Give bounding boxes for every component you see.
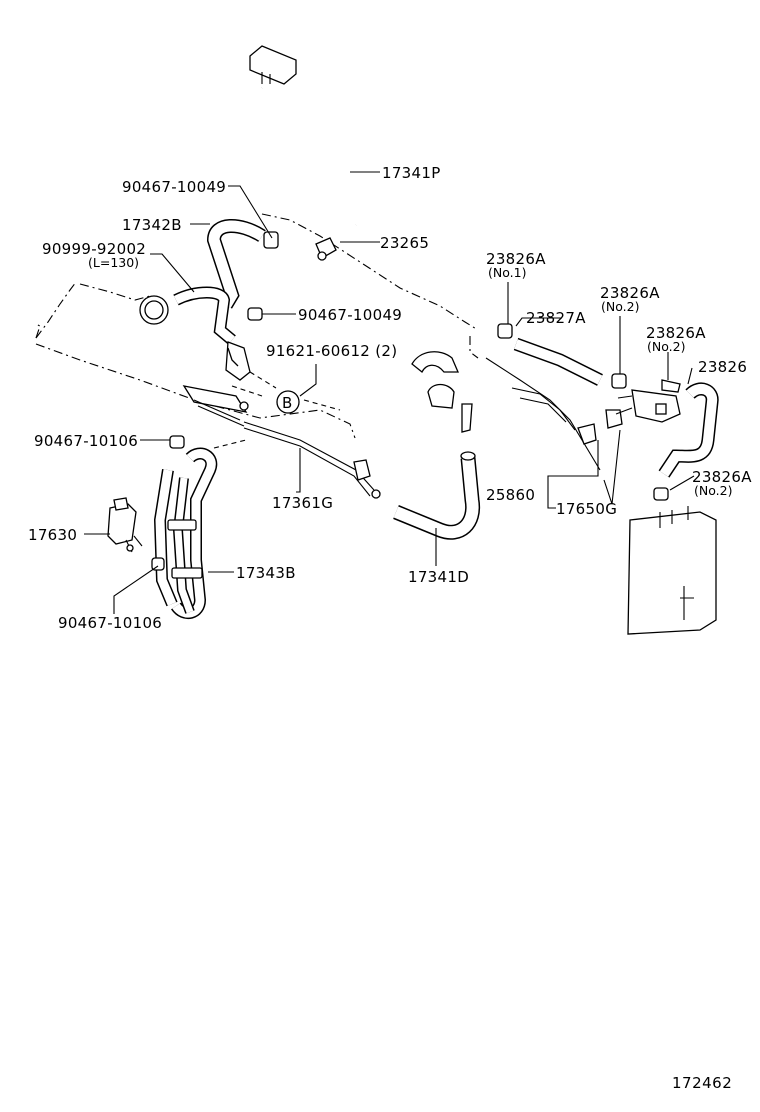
callout-90467-10106-a: 90467-10106 [34,432,138,450]
hose-17343B [151,435,218,620]
callout-23826A-no2-a-note: (No.2) [601,299,639,314]
fitting-23265 [315,237,337,261]
hose-23826 [653,382,719,501]
hose-17341D [393,451,481,540]
callout-23826A-no1: 23826A [486,250,546,268]
callout-labels: 17341P 90467-10049 17342B 23265 90999-92… [28,164,752,1092]
callout-23827A: 23827A [526,309,586,327]
callout-90467-10049-a: 90467-10049 [122,178,226,196]
clip-23826A-no1 [497,323,513,339]
pipe-17361G [182,341,381,499]
clip-23826A-no2-b [661,379,681,393]
callout-90467-10106-b: 90467-10106 [58,614,162,632]
callout-17342B: 17342B [122,216,182,234]
marker-b-label: B [282,394,293,412]
callout-17343B: 17343B [236,564,296,582]
callout-90999-92002-note: (L=130) [88,255,139,270]
callout-23826A-no2-b: 23826A [646,324,706,342]
callout-23826A-no1-note: (No.1) [488,265,526,280]
callout-23265: 23265 [380,234,429,252]
callout-17341D: 17341D [408,568,469,586]
clip-23826A-no2-c [653,487,669,501]
callout-17650G: 17650G [556,500,617,518]
clip-90467-10106-upper [169,435,185,449]
callout-23826A-no2-c-note: (No.2) [694,483,732,498]
callout-23826A-no2-b-note: (No.2) [647,339,685,354]
clip-90467-10049-lower [247,307,263,321]
leader-lines [84,171,695,614]
valve-17630 [107,497,143,553]
callout-23826A-no2-c: 23826A [692,468,752,486]
clip-90467-10106-lower [151,557,165,571]
clip-23826A-no2-a [611,373,627,389]
upper-fitting [249,45,297,85]
hose-90999-92002 [139,286,263,345]
callout-91621-60612: 91621-60612 (2) [266,342,397,360]
hose-17341P [249,45,363,226]
figure-number: 172462 [672,1074,732,1092]
engine-outline [35,213,601,471]
callout-17361G: 17361G [272,494,333,512]
callout-23826A-no2-a: 23826A [600,284,660,302]
vsv-17650G [615,379,681,423]
hose-17342B [206,218,279,309]
clip-90467-10049-upper [263,231,279,249]
callout-90467-10049-b: 90467-10049 [298,306,402,324]
marker-b: B [276,390,300,414]
hose-23827A [497,323,627,389]
callout-25860: 25860 [486,486,535,504]
callout-17341P: 17341P [382,164,441,182]
callout-23826: 23826 [698,358,747,376]
callout-17630: 17630 [28,526,77,544]
callout-90999-92002: 90999-92002 [42,240,146,258]
center-bracket [411,351,623,445]
charcoal-canister [627,506,717,635]
